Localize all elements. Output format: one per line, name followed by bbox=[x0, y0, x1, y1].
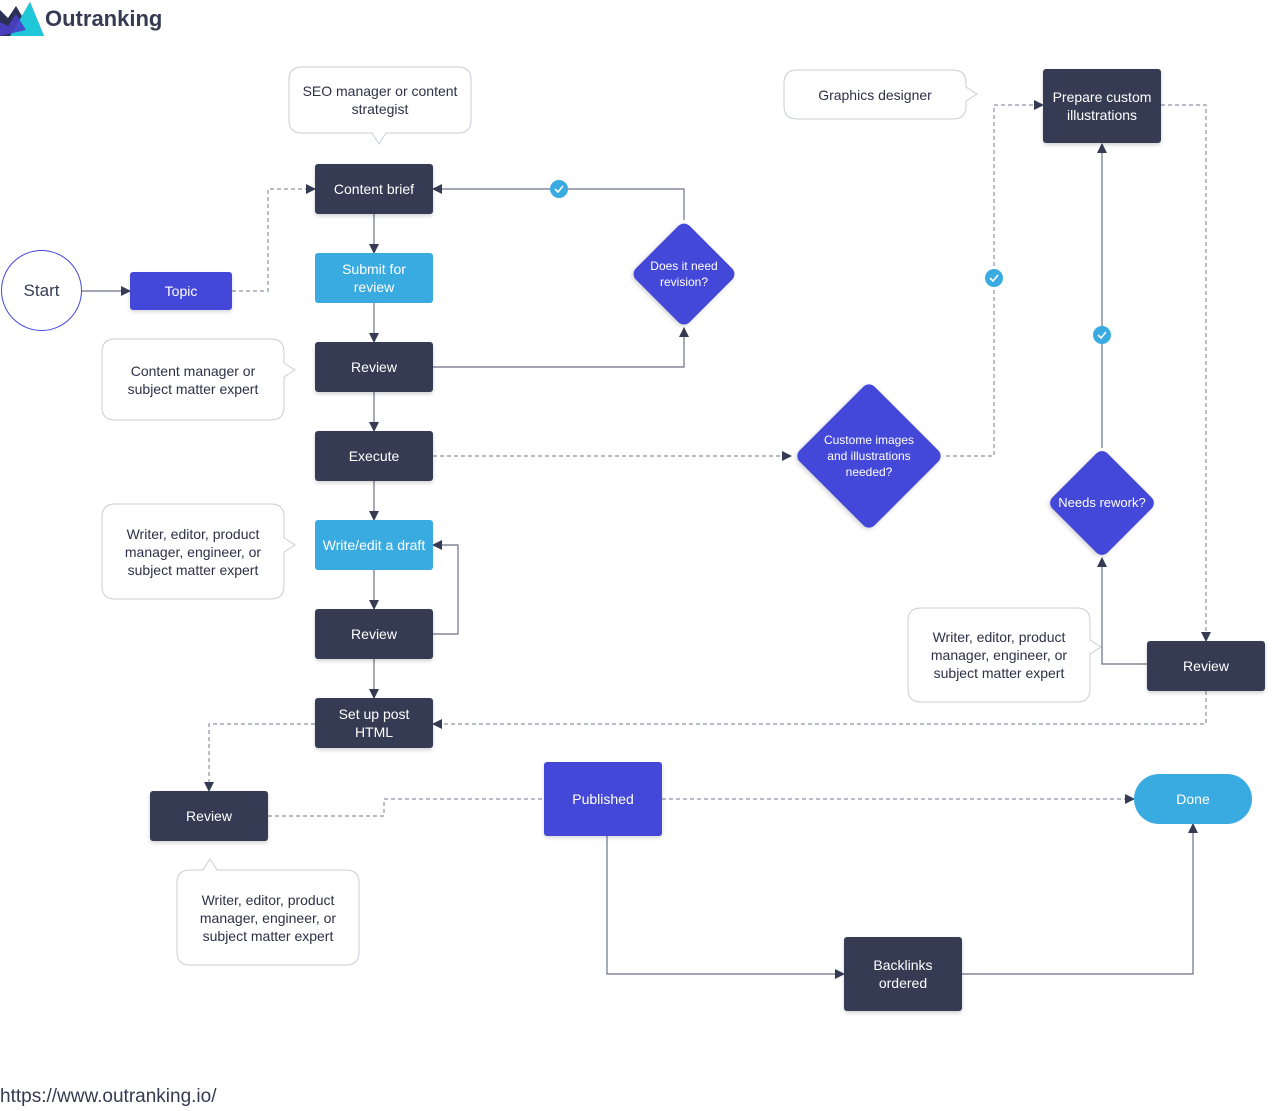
edge-review4-rework bbox=[1097, 557, 1147, 665]
note-seo-manager: SEO manager or content strategist bbox=[302, 83, 458, 117]
edge-review3-published bbox=[268, 798, 544, 817]
note-content-manager: Content manager or subject matter expert bbox=[127, 362, 259, 397]
prepare-illustrations-node: Prepare custom illustrations bbox=[1043, 69, 1161, 143]
outranking-logo: Outranking bbox=[0, 0, 190, 40]
review-node-3: Review bbox=[150, 791, 268, 841]
logo-text: Outranking bbox=[45, 6, 163, 31]
callout-graphics-designer bbox=[783, 69, 978, 120]
check-icon bbox=[985, 269, 1003, 287]
topic-node: Topic bbox=[130, 272, 232, 310]
check-icon bbox=[1093, 326, 1111, 344]
backlinks-ordered-node: Backlinks ordered bbox=[844, 937, 962, 1011]
review-node-4: Review bbox=[1147, 641, 1265, 691]
content-brief-node: Content brief bbox=[315, 164, 433, 214]
edge-images-prepare bbox=[946, 100, 1044, 457]
done-node: Done bbox=[1134, 774, 1252, 824]
note-graphics-designer: Graphics designer bbox=[818, 86, 932, 103]
callout-content-manager bbox=[101, 338, 296, 421]
review-node-1: Review bbox=[315, 342, 433, 392]
note-writer-1: Writer, editor, product manager, enginee… bbox=[124, 525, 262, 578]
published-node: Published bbox=[544, 762, 662, 836]
callout-writer-2 bbox=[907, 607, 1102, 703]
footer-url: https://www.outranking.io/ bbox=[0, 1086, 217, 1107]
edge-topic-brief bbox=[232, 184, 316, 292]
edge-setup-review3 bbox=[204, 723, 315, 792]
write-edit-draft-node: Write/edit a draft bbox=[315, 520, 433, 570]
edge-prepare-review4 bbox=[1161, 104, 1211, 642]
check-icon bbox=[550, 180, 568, 198]
note-writer-3: Writer, editor, product manager, enginee… bbox=[199, 891, 337, 944]
start-node: Start bbox=[1, 250, 82, 331]
edge-decision-brief bbox=[432, 184, 685, 220]
decision-needs-revision: Does it need revision? bbox=[630, 220, 738, 328]
submit-for-review-node: Submit for review bbox=[315, 253, 433, 303]
edge-review1-decision bbox=[433, 327, 689, 368]
callout-writer-3 bbox=[176, 858, 360, 966]
decision-custom-images: Custome images and illustrations needed? bbox=[793, 380, 945, 532]
setup-post-html-node: Set up post HTML bbox=[315, 698, 433, 748]
callout-writer-1 bbox=[101, 503, 296, 600]
decision-custom-images-label: Custome images and illustrations needed? bbox=[823, 433, 915, 479]
note-writer-2: Writer, editor, product manager, enginee… bbox=[930, 629, 1068, 681]
callout-seo-manager bbox=[288, 66, 472, 145]
decision-needs-rework: Needs rework? bbox=[1046, 447, 1158, 559]
execute-node: Execute bbox=[315, 431, 433, 481]
edge-review4-setup bbox=[432, 691, 1207, 729]
decision-needs-revision-label: Does it need revision? bbox=[650, 259, 718, 289]
edge-backlinks-done bbox=[962, 823, 1198, 975]
edge-review2-write bbox=[432, 540, 459, 635]
review-node-2: Review bbox=[315, 609, 433, 659]
edge-published-backlinks bbox=[606, 836, 845, 979]
decision-needs-rework-label: Needs rework? bbox=[1058, 495, 1146, 510]
logo-mark-icon bbox=[0, 2, 44, 36]
